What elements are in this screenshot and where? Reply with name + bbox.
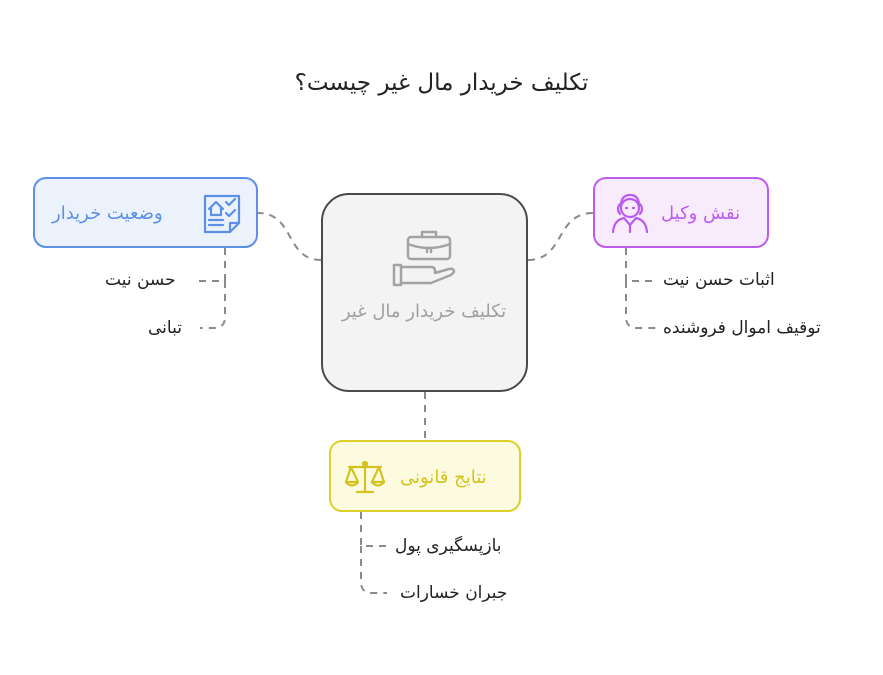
buyer-status-label: وضعیت خریدار [52, 203, 163, 224]
lawyer-person-icon [611, 193, 649, 234]
legal-results-item-money-refund: بازپسگیری پول [395, 536, 502, 556]
connector-lawyer-item-2 [625, 281, 656, 329]
diagram-title: تکلیف خریدار مال غیر چیست؟ [294, 70, 589, 96]
legal-results-label: نتایج قانونی [400, 467, 487, 488]
connector-buyer-item-2 [200, 281, 226, 329]
connector-results-item-1 [360, 512, 387, 547]
connector-center-buyer-status [257, 212, 322, 261]
scales-of-justice-icon [344, 460, 386, 494]
connector-buyer-item-1 [196, 248, 226, 282]
lawyer-role-item-prove-good-faith: اثبات حسن نیت [663, 270, 775, 290]
lawyer-role-label: نقش وکیل [661, 203, 741, 224]
legal-results-node [329, 440, 521, 512]
buyer-status-item-good-faith: حسن نیت [105, 270, 176, 290]
lawyer-role-item-seize-seller-assets: توقیف اموال فروشنده [663, 318, 821, 338]
center-node [321, 193, 528, 392]
document-checklist-icon [203, 194, 241, 234]
hand-holding-briefcase-icon [392, 230, 456, 287]
center-node-label: تکلیف خریدار مال غیر [341, 301, 507, 322]
connector-lawyer-item-1 [625, 248, 656, 282]
buyer-status-item-collusion: تبانی [148, 318, 182, 338]
connector-center-lawyer-role [527, 212, 594, 261]
legal-results-item-damages-compensation: جبران خسارات [400, 583, 508, 603]
connector-results-item-2 [360, 546, 387, 594]
